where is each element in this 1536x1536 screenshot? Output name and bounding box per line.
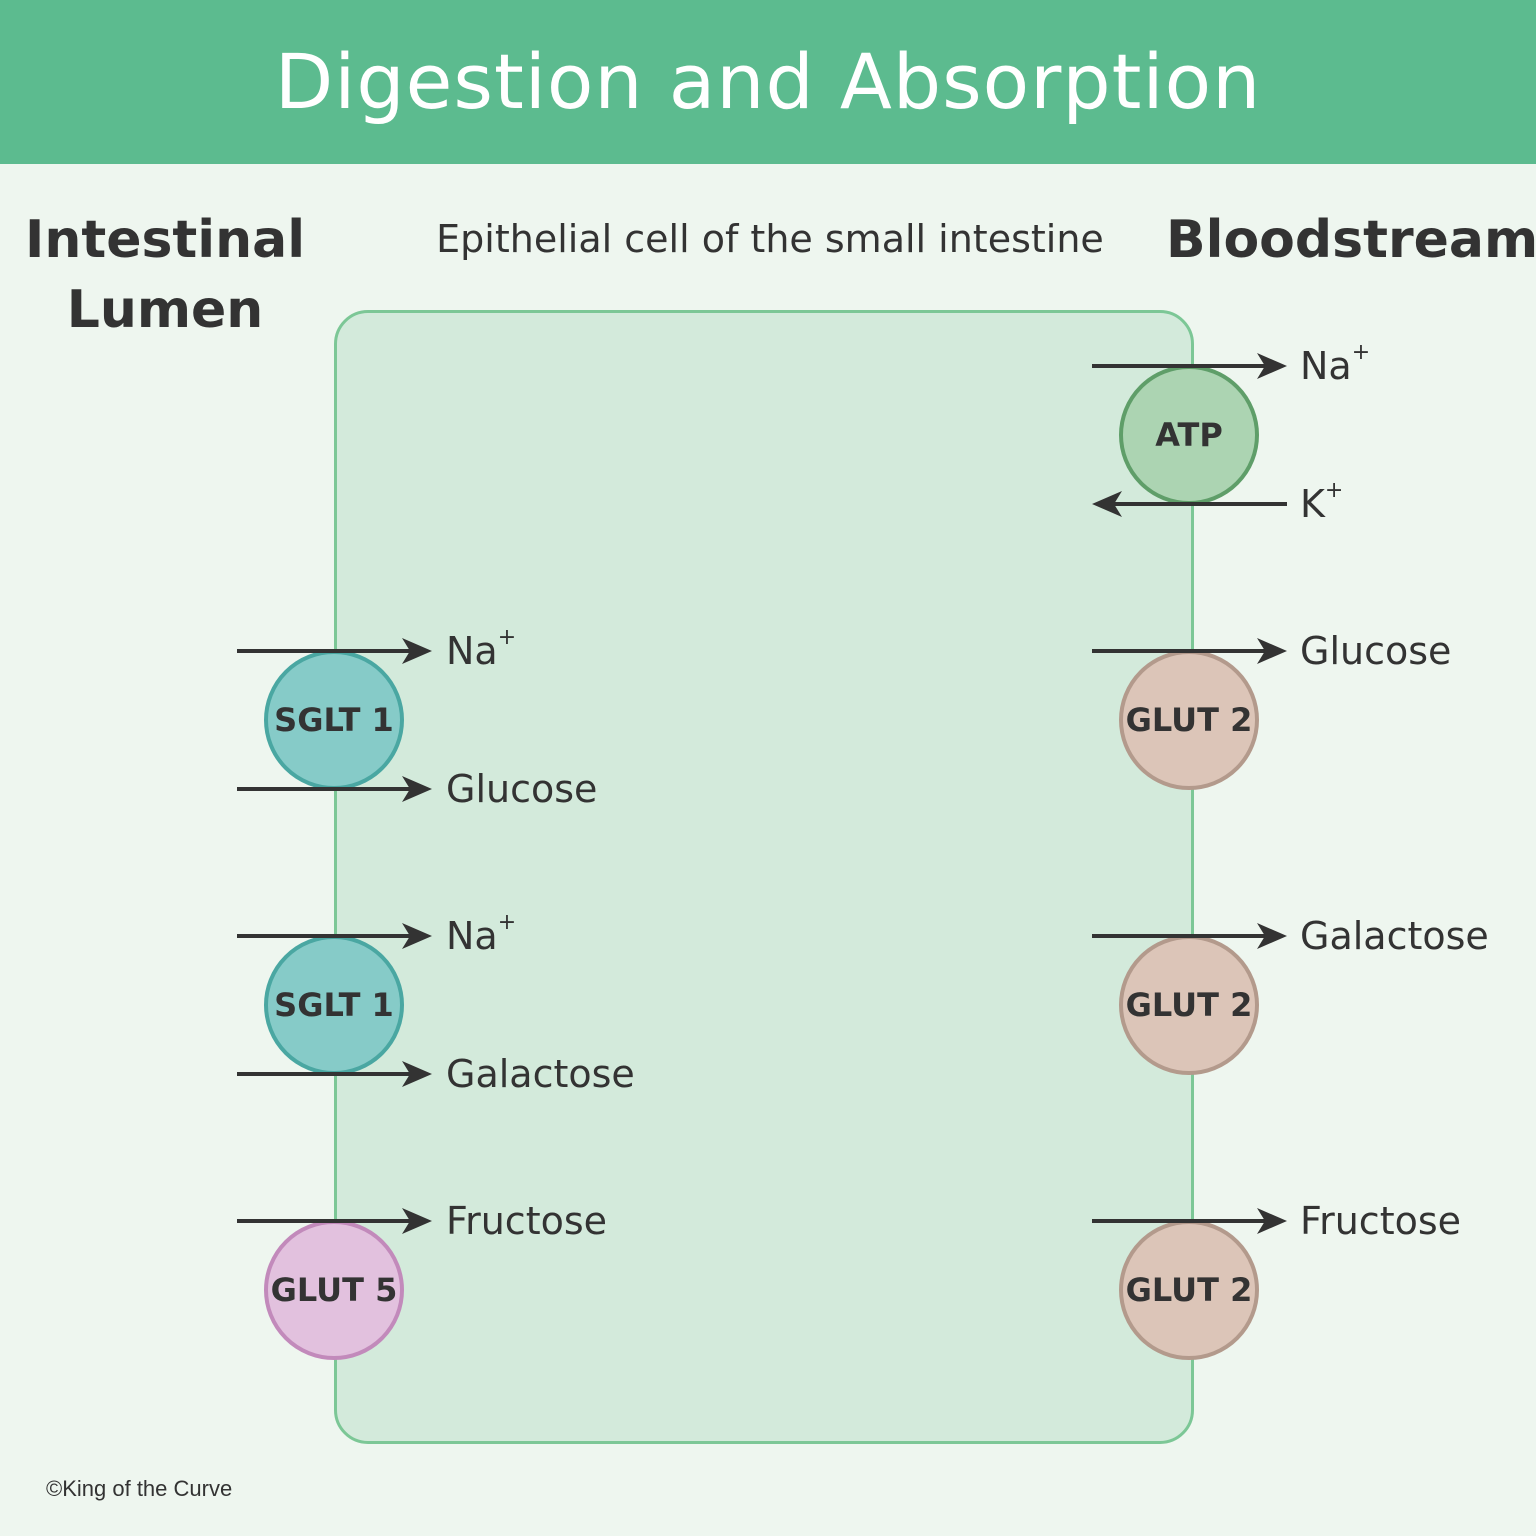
basolateral-transporter-1-substrate-2: K+ <box>1300 478 1343 527</box>
apical-transporter-3-label: GLUT 5 <box>271 1271 398 1309</box>
basolateral-transporter-4-arrow-1-head <box>1257 1208 1287 1234</box>
basolateral-transporter-1-substrate-2-symbol: K <box>1300 482 1326 526</box>
apical-transporter-2-substrate-1-symbol: Na <box>446 914 498 958</box>
page-title: Digestion and Absorption <box>274 37 1262 126</box>
apical-transporter-1-substrate-1: Na+ <box>446 625 516 674</box>
apical-transporter-3-substrate-1: Fructose <box>446 1199 607 1243</box>
apical-transporter-2-arrow-2-head <box>402 1061 432 1087</box>
basolateral-transporter-1-arrow-2 <box>1092 491 1287 517</box>
apical-transporter-3-arrow-1-head <box>402 1208 432 1234</box>
basolateral-transporter-3-arrow-1-head <box>1257 923 1287 949</box>
apical-transporter-1-substrate-1-charge: + <box>498 625 516 650</box>
basolateral-transporter-4-arrow-1 <box>1092 1208 1287 1234</box>
apical-transporter-2-label: SGLT 1 <box>274 986 394 1024</box>
copyright-notice: ©King of the Curve <box>46 1476 233 1501</box>
basolateral-transporter-3-substrate-1: Galactose <box>1300 914 1489 958</box>
basolateral-transporter-1: ATP <box>1119 365 1259 505</box>
apical-transporter-2: SGLT 1 <box>264 935 404 1075</box>
basolateral-transporter-1-substrate-1-symbol: Na <box>1300 344 1352 388</box>
basolateral-transporter-4: GLUT 2 <box>1119 1220 1259 1360</box>
apical-transporter-2-substrate-1-charge: + <box>498 910 516 935</box>
basolateral-transporter-4-substrate-1: Fructose <box>1300 1199 1461 1243</box>
apical-transporter-1: SGLT 1 <box>264 650 404 790</box>
basolateral-transporter-1-arrow-1-head <box>1257 353 1287 379</box>
title-banner: Digestion and Absorption <box>0 0 1536 164</box>
apical-transporter-3-arrow-1 <box>237 1208 432 1234</box>
apical-transporter-2-arrow-2 <box>237 1061 432 1087</box>
basolateral-transporter-2-substrate-1: Glucose <box>1300 629 1451 673</box>
basolateral-transporter-1-substrate-1-charge: + <box>1352 340 1370 365</box>
basolateral-transporter-1-substrate-1: Na+ <box>1300 340 1370 389</box>
apical-transporter-1-arrow-2 <box>237 776 432 802</box>
apical-transporter-3: GLUT 5 <box>264 1220 404 1360</box>
apical-transporter-2-arrow-1 <box>237 923 432 949</box>
basolateral-transporter-1-arrow-2-head <box>1092 491 1122 517</box>
epithelial-cell <box>334 310 1194 1444</box>
bloodstream-label: Bloodstream <box>1166 210 1536 270</box>
apical-transporter-1-substrate-1-symbol: Na <box>446 629 498 673</box>
basolateral-transporter-3-label: GLUT 2 <box>1126 986 1253 1024</box>
apical-transporter-1-substrate-2: Glucose <box>446 767 597 811</box>
apical-transporter-2-substrate-2: Galactose <box>446 1052 635 1096</box>
intestinal-lumen-label-line1: Intestinal <box>24 210 306 270</box>
apical-transporter-1-arrow-2-head <box>402 776 432 802</box>
apical-transporter-1-label: SGLT 1 <box>274 701 394 739</box>
intestinal-lumen-label: Intestinal Lumen <box>20 205 310 345</box>
basolateral-transporter-2: GLUT 2 <box>1119 650 1259 790</box>
apical-transporter-1-arrow-1-head <box>402 638 432 664</box>
basolateral-transporter-4-label: GLUT 2 <box>1126 1271 1253 1309</box>
intestinal-lumen-label-line2: Lumen <box>66 280 264 340</box>
basolateral-transporter-2-arrow-1 <box>1092 638 1287 664</box>
basolateral-transporter-3-arrow-1 <box>1092 923 1287 949</box>
basolateral-transporter-2-label: GLUT 2 <box>1126 701 1253 739</box>
basolateral-transporter-2-arrow-1-head <box>1257 638 1287 664</box>
apical-transporter-2-arrow-1-head <box>402 923 432 949</box>
apical-transporter-1-arrow-1 <box>237 638 432 664</box>
epithelial-cell-caption: Epithelial cell of the small intestine <box>436 217 1104 261</box>
basolateral-transporter-1-substrate-2-charge: + <box>1325 478 1343 503</box>
basolateral-transporter-3: GLUT 2 <box>1119 935 1259 1075</box>
apical-transporter-2-substrate-1: Na+ <box>446 910 516 959</box>
basolateral-transporter-1-label: ATP <box>1155 416 1223 454</box>
basolateral-transporter-1-arrow-1 <box>1092 353 1287 379</box>
